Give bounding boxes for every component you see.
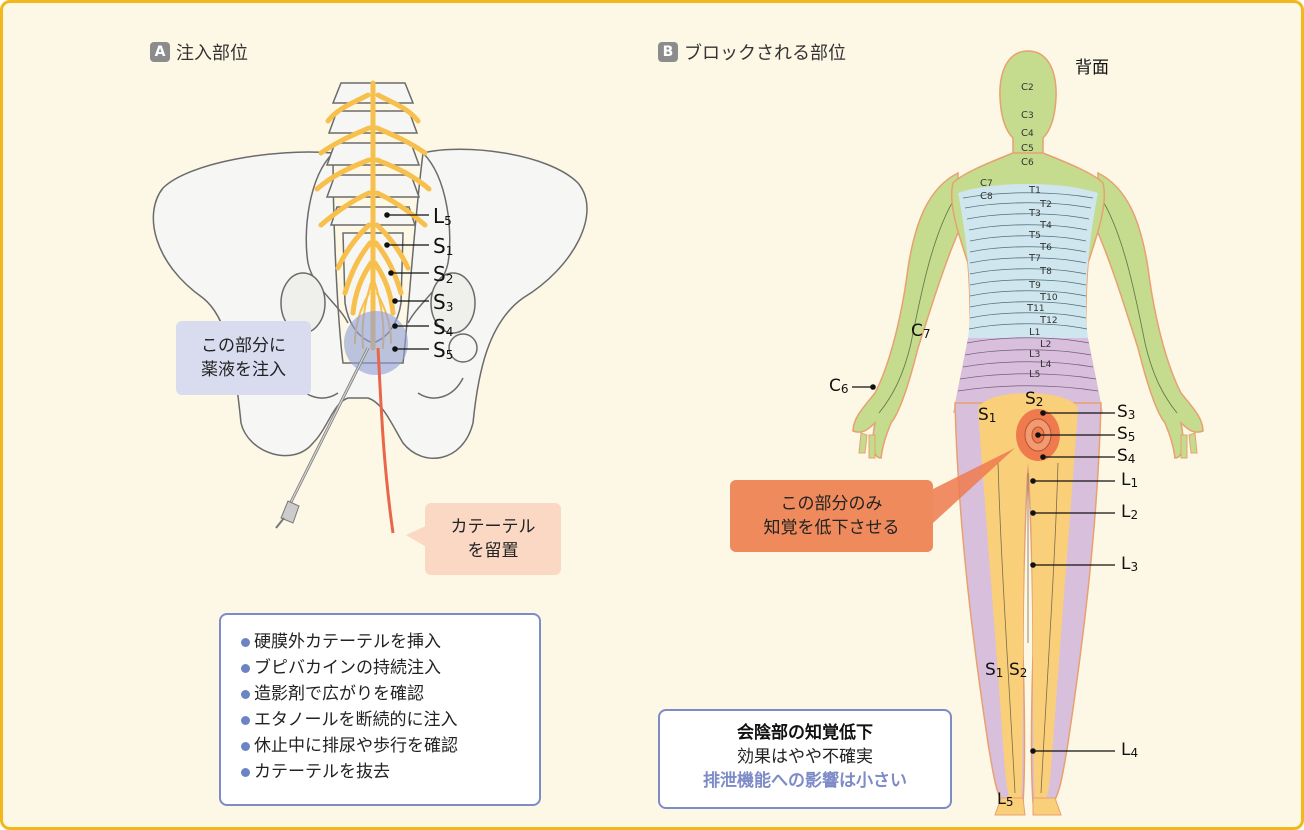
label-t12: T12	[1040, 316, 1058, 326]
label-s3: S3	[1117, 404, 1135, 421]
label-s2-buttock: S2	[1025, 391, 1043, 408]
label-c2: C2	[1021, 83, 1034, 93]
block-callout-line1: この部分のみ	[730, 492, 933, 516]
label-L3-leg: L3	[1121, 556, 1138, 573]
label-s5: S5	[1117, 426, 1135, 443]
label-s1-buttock: S1	[978, 407, 996, 424]
label-t10: T10	[1040, 293, 1058, 303]
label-t2: T2	[1040, 200, 1052, 210]
label-t6: T6	[1040, 243, 1052, 253]
label-l3: L3	[1029, 350, 1040, 360]
label-s2-leg: S2	[1009, 662, 1027, 679]
label-l4: L4	[1040, 360, 1051, 370]
label-t11: T11	[1027, 304, 1045, 314]
label-L1-leg: L1	[1121, 472, 1138, 489]
label-t7: T7	[1029, 254, 1041, 264]
summary-box: 会陰部の知覚低下 効果はやや不確実 排泄機能への影響は小さい	[658, 709, 952, 809]
label-c7: C7	[980, 179, 993, 189]
label-t5: T5	[1029, 231, 1041, 241]
summary-line2: 効果はやや不確実	[660, 745, 950, 769]
label-t9: T9	[1029, 281, 1041, 291]
label-s4: S4	[1117, 448, 1135, 465]
label-hand-c6: C6	[829, 378, 849, 395]
label-l2: L2	[1040, 340, 1051, 350]
label-c3: C3	[1021, 111, 1034, 121]
label-c8: C8	[980, 192, 993, 202]
label-c5: C5	[1021, 144, 1034, 154]
summary-line1: 会陰部の知覚低下	[660, 721, 950, 745]
label-arm-c7: C7	[911, 323, 931, 340]
summary-line3: 排泄機能への影響は小さい	[660, 769, 950, 793]
dermatome-body-illustration	[3, 3, 1304, 830]
label-c4: C4	[1021, 129, 1034, 139]
label-l1: L1	[1029, 328, 1040, 338]
view-label: 背面	[1075, 60, 1109, 77]
label-l5: L5	[1029, 370, 1040, 380]
label-L2-leg: L2	[1121, 504, 1138, 521]
label-t8: T8	[1040, 267, 1052, 277]
block-callout-line2: 知覚を低下させる	[730, 516, 933, 540]
label-L4-leg: L4	[1121, 742, 1138, 759]
label-s1-leg: S1	[985, 662, 1003, 679]
block-callout: この部分のみ 知覚を低下させる	[730, 480, 933, 552]
label-t1: T1	[1029, 186, 1041, 196]
label-c6: C6	[1021, 158, 1034, 168]
label-t4: T4	[1040, 221, 1052, 231]
label-t3: T3	[1029, 209, 1041, 219]
head	[1000, 51, 1056, 158]
label-l5-foot: L5	[997, 791, 1014, 808]
